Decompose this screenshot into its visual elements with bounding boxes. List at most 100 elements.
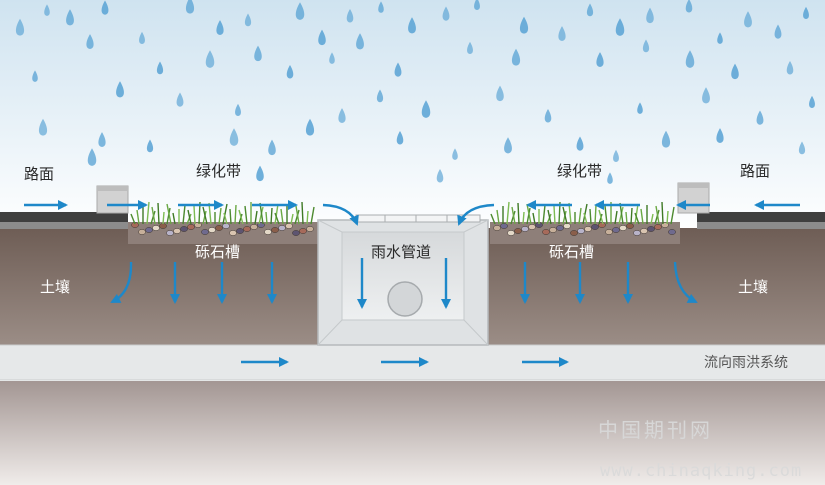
grass-blade — [670, 206, 675, 225]
grass-blade — [274, 212, 280, 225]
rain-drop — [116, 81, 124, 98]
grass-blade — [650, 213, 654, 225]
rain-drop — [146, 139, 154, 153]
rain-drop — [642, 39, 650, 53]
rain-drop — [474, 0, 480, 11]
soil-right-label: 土壤 — [738, 278, 769, 296]
rain-drop — [421, 100, 431, 118]
rain-drop — [244, 13, 252, 27]
grass-blade — [222, 203, 228, 225]
gravel-stone — [640, 228, 648, 234]
grass-blade — [594, 204, 597, 225]
grass-blade — [193, 205, 196, 225]
grass-blade — [578, 207, 582, 225]
gravel-stone — [507, 230, 515, 236]
grass-blade — [290, 213, 294, 225]
rain-drop — [702, 87, 710, 104]
grass-blade — [202, 206, 208, 225]
rain-drops — [15, 0, 815, 184]
grass-blade — [553, 205, 556, 225]
grass-blade — [157, 202, 160, 225]
rain-drop — [235, 103, 241, 117]
road-right-base — [697, 222, 825, 229]
inflow-arrow — [457, 203, 495, 226]
gravel-stone — [187, 224, 195, 230]
rain-drop — [329, 52, 335, 64]
rain-drop — [496, 85, 504, 102]
rain-drop — [576, 136, 584, 151]
gravel-stone — [556, 225, 564, 231]
rain-drop — [86, 34, 94, 49]
rain-drop — [774, 24, 782, 39]
grass-blade — [172, 212, 176, 225]
gravel-left-label: 砾石槽 — [195, 243, 241, 261]
gravel-right-label: 砾石槽 — [549, 243, 595, 261]
grass-blade — [640, 208, 644, 225]
gravel-stone — [264, 229, 272, 235]
gravel-stone — [243, 226, 251, 232]
rain-drop — [268, 139, 276, 156]
gravel-stone — [591, 224, 599, 230]
rain-drop — [586, 3, 594, 17]
grass-blade — [517, 202, 520, 225]
gravel-stone — [549, 227, 557, 233]
rain-drop — [504, 137, 512, 154]
grass-blade — [490, 213, 496, 225]
gravel-stone — [668, 229, 676, 235]
rain-drop — [442, 6, 450, 21]
rain-drop — [254, 45, 262, 62]
rain-drop — [716, 128, 724, 143]
gravel-stone — [229, 230, 237, 236]
rain-drop — [396, 131, 404, 145]
gravel-stone — [180, 226, 188, 232]
grass-blade — [598, 213, 603, 225]
rain-drop — [519, 16, 529, 34]
grass-blade — [583, 212, 588, 225]
rain-drop — [436, 169, 444, 183]
grass-blade — [562, 210, 567, 225]
gravel-stone — [250, 224, 258, 230]
gravel-stone — [493, 225, 501, 231]
grass-blade — [238, 213, 243, 225]
flow-to-label: 流向雨洪系统 — [704, 355, 788, 371]
storm-pipe-label: 雨水管道 — [371, 243, 432, 261]
grass-blade — [614, 210, 618, 225]
grass-blade — [532, 212, 536, 225]
grass-blade — [634, 212, 640, 225]
grass-blade — [506, 201, 510, 225]
rain-drop — [558, 26, 566, 41]
rain-drop — [44, 4, 50, 16]
grass-blade — [162, 211, 165, 225]
gravel-stone — [542, 229, 550, 235]
grass-blade — [280, 208, 284, 225]
grass-blade — [136, 209, 140, 225]
rain-drop — [205, 50, 215, 68]
rain-drop — [356, 33, 364, 50]
rain-drop — [803, 6, 809, 20]
gravel-stone — [236, 228, 244, 234]
grass-blade — [618, 206, 624, 225]
grass-blade — [510, 210, 516, 225]
gravel-stone — [138, 229, 146, 235]
road-right-label: 路面 — [740, 162, 771, 180]
gravel-stone — [570, 230, 578, 236]
grass-blade — [186, 213, 192, 225]
grass-blade — [150, 210, 156, 225]
gravel-stone — [159, 223, 167, 229]
grass-blade — [146, 201, 150, 225]
gravel-stone — [278, 225, 286, 231]
grass-blade — [522, 211, 525, 225]
rain-drop — [378, 1, 384, 13]
gravel-stone — [605, 229, 613, 235]
soil-seep-arrow — [110, 261, 133, 304]
rain-drop — [139, 31, 145, 45]
rain-drop — [613, 149, 619, 163]
grass-blade — [244, 205, 248, 225]
rain-drop — [87, 148, 97, 166]
rain-drop — [176, 92, 184, 107]
gravel-stone — [584, 226, 592, 232]
grass-blade — [655, 205, 660, 225]
grass-blade — [229, 208, 232, 225]
grass-blade — [151, 206, 156, 225]
